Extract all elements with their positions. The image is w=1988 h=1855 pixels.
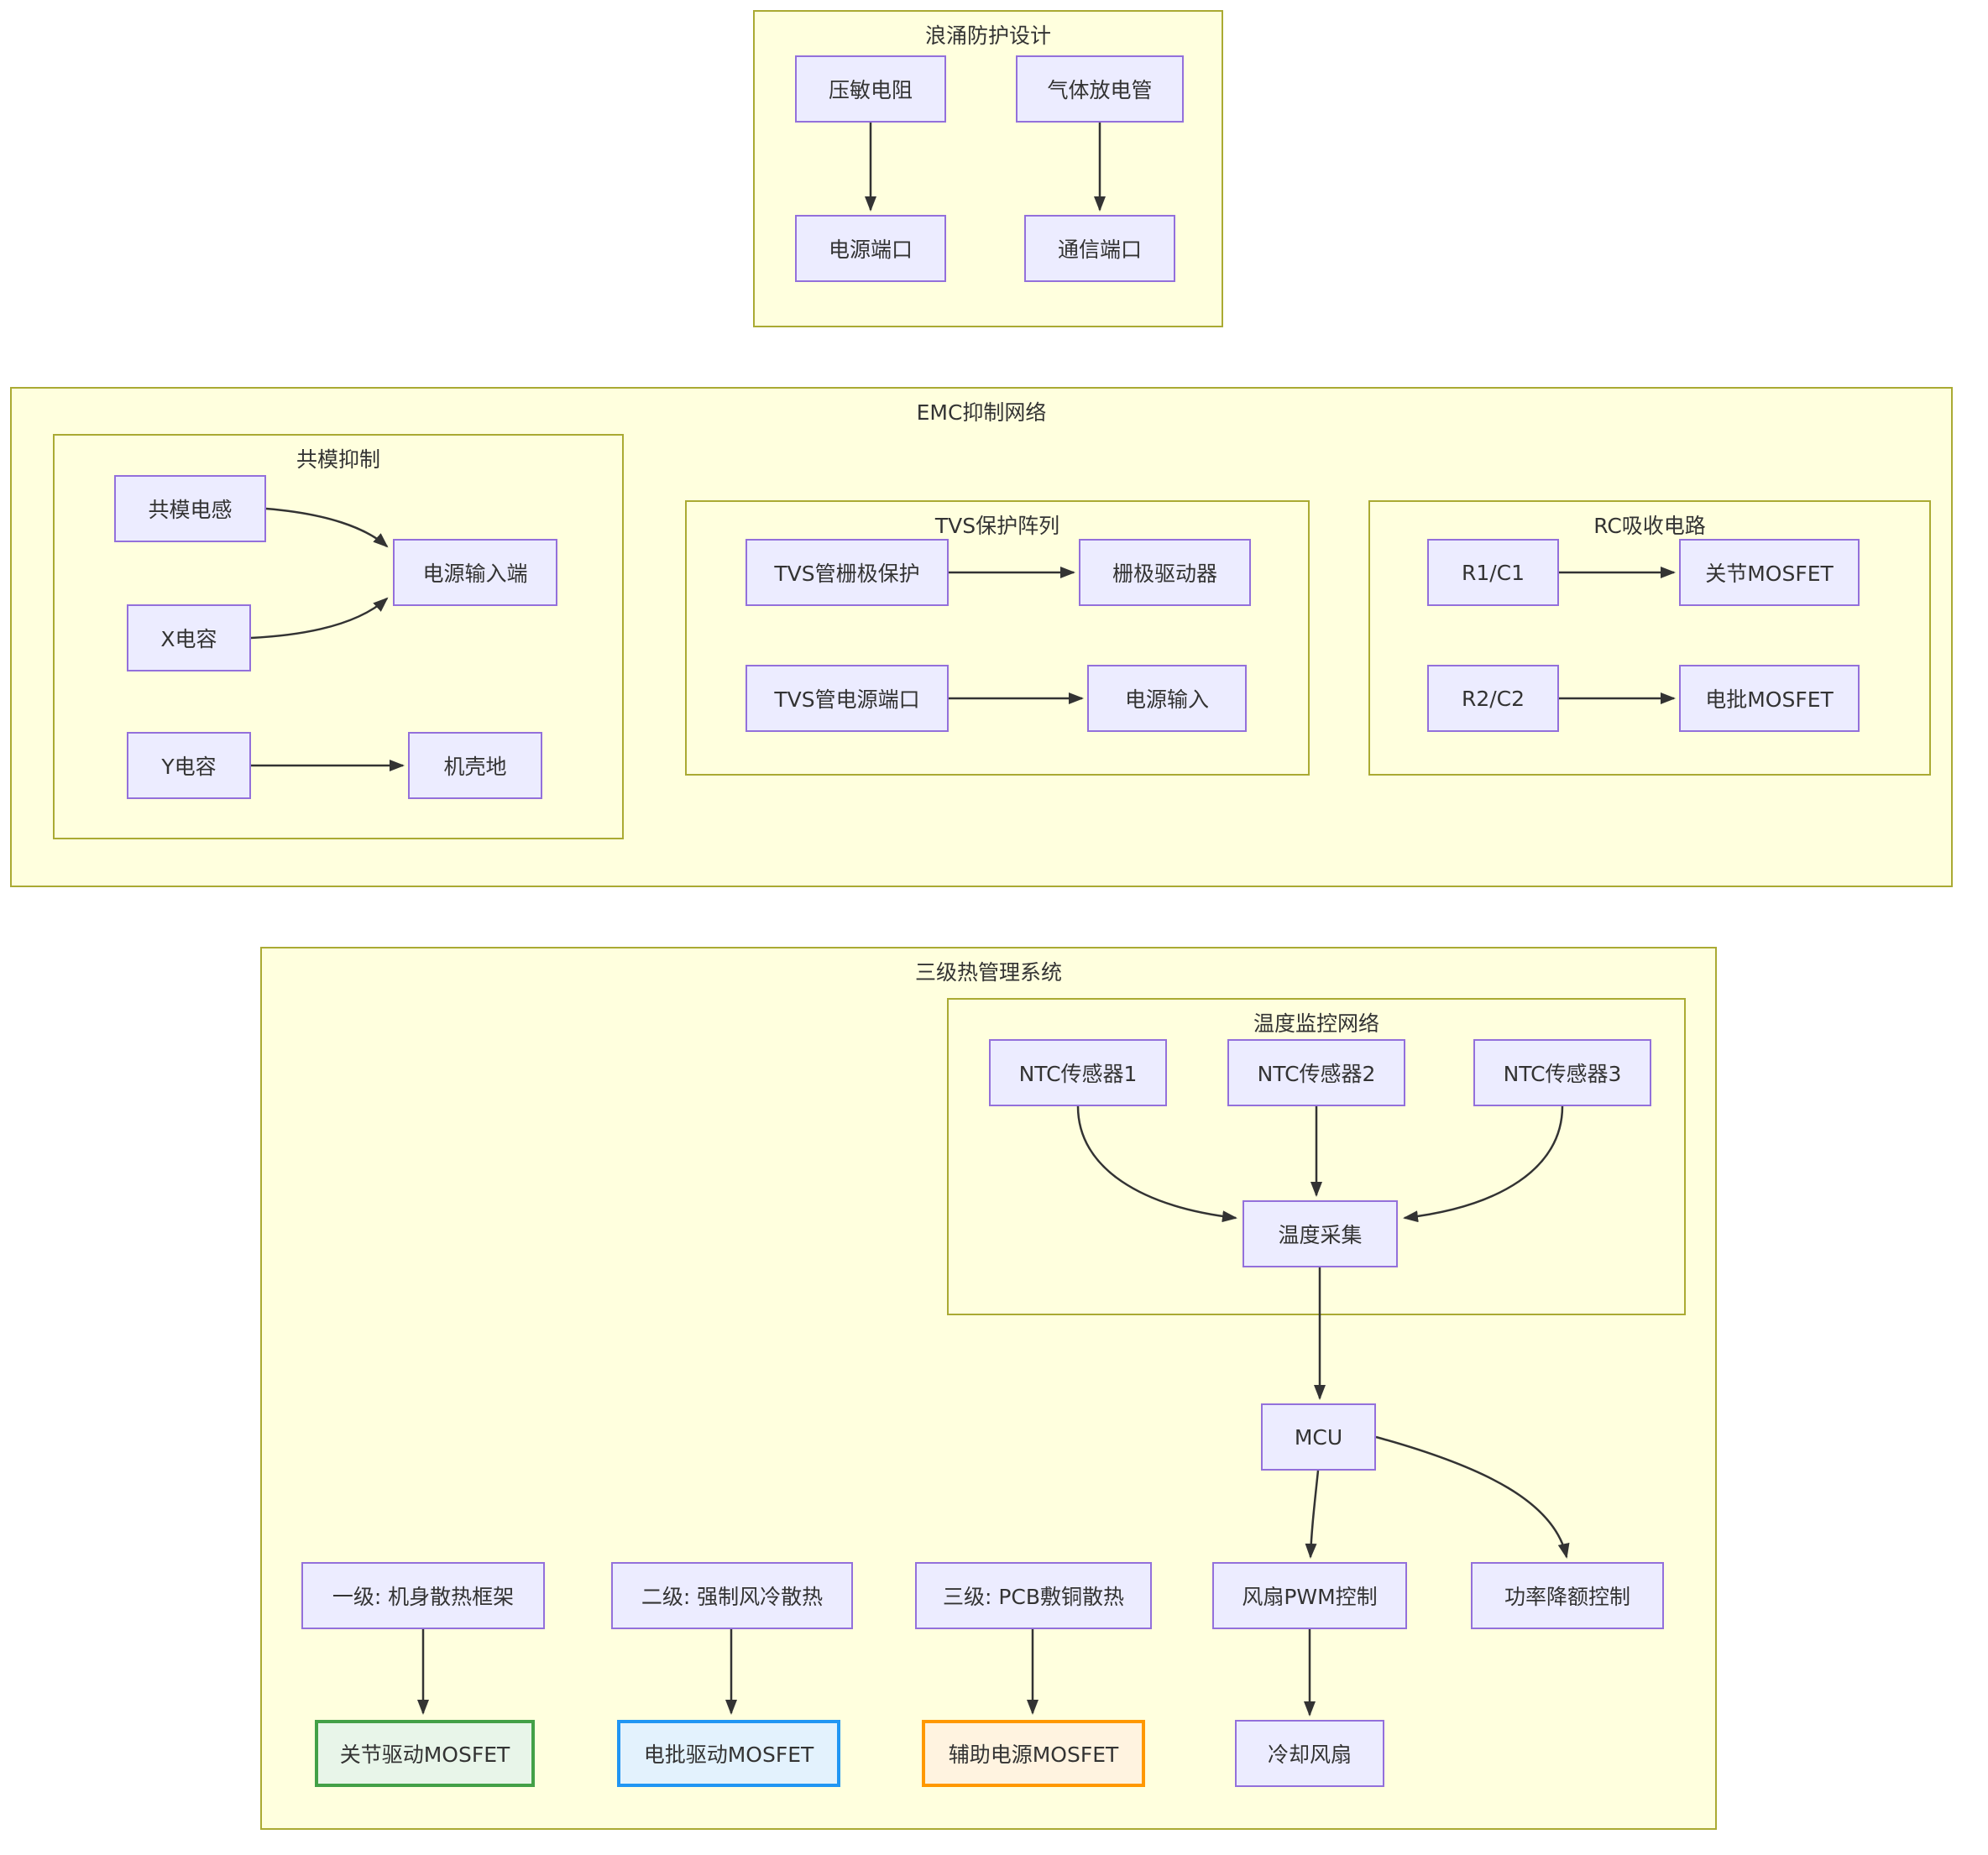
node-power-input-terminal: 电源输入端 — [393, 539, 557, 606]
cluster-title-rc-snubber: RC吸收电路 — [1593, 514, 1706, 538]
node-power-derating-control: 功率降额控制 — [1471, 1562, 1664, 1629]
cluster-title-emc-network: EMC抑制网络 — [916, 400, 1047, 425]
node-common-mode-choke: 共模电感 — [114, 475, 266, 542]
cluster-title-temp-monitor: 温度监控网络 — [1253, 1011, 1379, 1036]
node-gas-discharge-tube: 气体放电管 — [1016, 55, 1184, 123]
cluster-title-tvs-array: TVS保护阵列 — [934, 514, 1060, 538]
node-level1-chassis-heatsink: 一级: 机身散热框架 — [301, 1562, 545, 1629]
node-tvs-power-port: TVS管电源端口 — [746, 665, 949, 732]
node-gate-driver: 栅极驱动器 — [1079, 539, 1251, 606]
node-level2-forced-air-cooling: 二级: 强制风冷散热 — [611, 1562, 853, 1629]
node-level3-pcb-copper: 三级: PCB敷铜散热 — [915, 1562, 1152, 1629]
node-cooling-fan: 冷却风扇 — [1235, 1720, 1384, 1787]
node-joint-drive-mosfet: 关节驱动MOSFET — [315, 1720, 535, 1787]
node-tvs-gate-protection: TVS管栅极保护 — [746, 539, 949, 606]
node-fan-pwm-control: 风扇PWM控制 — [1212, 1562, 1407, 1629]
node-r1c1: R1/C1 — [1427, 539, 1559, 606]
node-chassis-ground: 机壳地 — [408, 732, 542, 799]
node-temp-acquisition: 温度采集 — [1242, 1200, 1398, 1267]
node-r2c2: R2/C2 — [1427, 665, 1559, 732]
node-y-capacitor: Y电容 — [127, 732, 251, 799]
node-ntc-sensor-3: NTC传感器3 — [1473, 1039, 1651, 1106]
node-mcu: MCU — [1261, 1403, 1376, 1471]
cluster-title-surge-protection: 浪涌防护设计 — [924, 24, 1051, 48]
node-power-input: 电源输入 — [1087, 665, 1247, 732]
node-ntc-sensor-2: NTC传感器2 — [1227, 1039, 1405, 1106]
node-batch-drive-mosfet: 电批驱动MOSFET — [617, 1720, 840, 1787]
cluster-title-common-mode: 共模抑制 — [296, 447, 380, 472]
node-comm-port: 通信端口 — [1024, 215, 1175, 282]
node-varistor: 压敏电阻 — [795, 55, 946, 123]
node-joint-mosfet: 关节MOSFET — [1679, 539, 1860, 606]
node-aux-power-mosfet: 辅助电源MOSFET — [922, 1720, 1145, 1787]
node-ntc-sensor-1: NTC传感器1 — [989, 1039, 1167, 1106]
node-x-capacitor: X电容 — [127, 604, 251, 671]
node-batch-mosfet: 电批MOSFET — [1679, 665, 1860, 732]
cluster-title-thermal-system: 三级热管理系统 — [914, 960, 1062, 985]
node-power-port: 电源端口 — [795, 215, 946, 282]
